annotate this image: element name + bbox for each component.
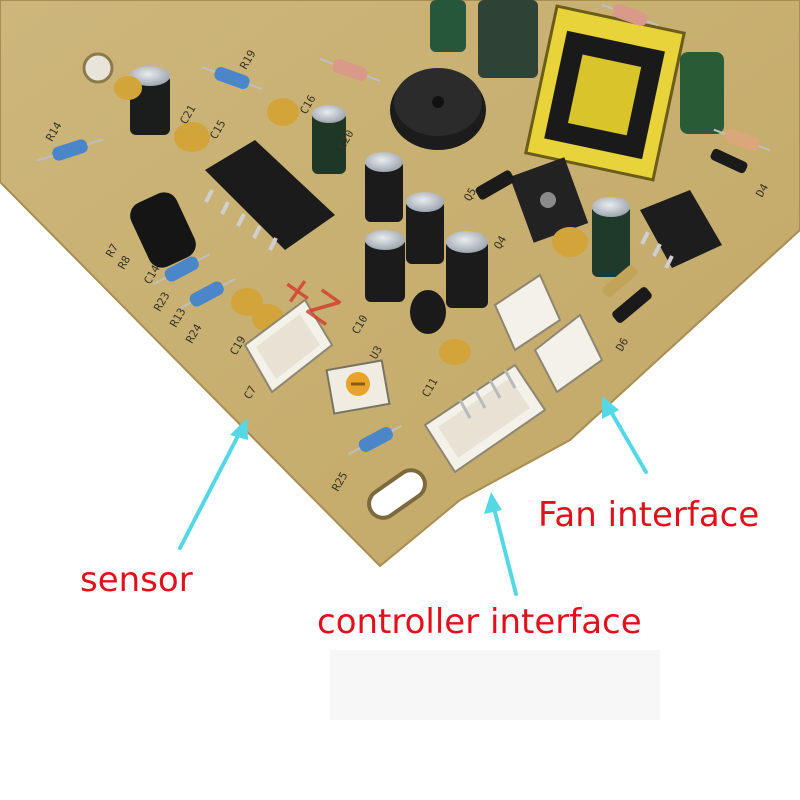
transistor (130, 192, 196, 268)
svg-text:Q5: Q5 (461, 186, 479, 204)
fan-interface-label: Fan interface (538, 495, 760, 535)
mounting-slot (367, 468, 427, 520)
arrow-icon (178, 418, 248, 550)
ic-chip-main (204, 140, 335, 251)
transistor (410, 290, 446, 334)
svg-text:D6: D6 (613, 336, 631, 354)
capacitor (130, 66, 170, 135)
svg-text:C7: C7 (241, 384, 259, 402)
ceramic-capacitor (114, 76, 588, 365)
svg-text:R7: R7 (103, 242, 121, 260)
fan-connector (493, 273, 604, 394)
potentiometer (325, 359, 391, 415)
mounting-hole (82, 52, 114, 84)
svg-text:R8: R8 (115, 254, 133, 272)
sensor-label: sensor (80, 560, 193, 600)
diode (475, 148, 748, 323)
capacitor (312, 105, 346, 174)
capacitor (406, 192, 444, 264)
arrow-icon (602, 396, 648, 474)
transformer (524, 4, 686, 182)
capacitor (446, 231, 488, 308)
resistor (36, 3, 771, 455)
controller-interface-label: controller interface (317, 602, 642, 642)
voltage-regulator (509, 157, 589, 243)
controller-connector (423, 363, 547, 474)
capacitor (680, 52, 724, 134)
capacitor (365, 230, 405, 302)
capacitor (430, 0, 466, 52)
capacitor (478, 0, 538, 78)
buzzer (390, 68, 486, 150)
sensor-connector (243, 298, 334, 394)
arrow-icon (484, 492, 518, 596)
capacitor (365, 152, 403, 222)
svg-text:Q4: Q4 (491, 233, 509, 251)
svg-text:U3: U3 (367, 344, 385, 362)
mask-area (330, 650, 660, 720)
ic-chip-small (640, 190, 722, 269)
svg-text:D4: D4 (753, 181, 771, 199)
capacitor (592, 197, 630, 277)
